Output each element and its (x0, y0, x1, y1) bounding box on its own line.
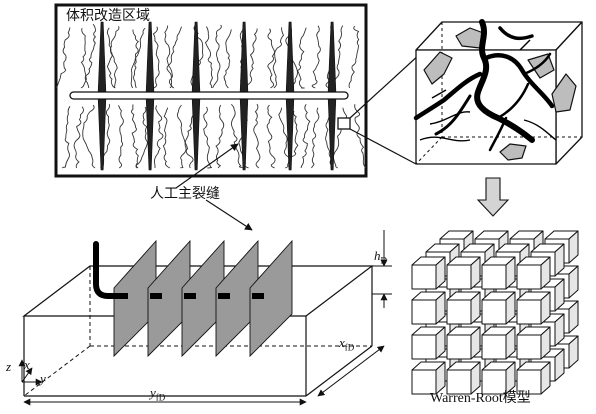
micro-fracture (223, 29, 232, 89)
micro-fracture (131, 104, 139, 169)
micro-fracture (179, 105, 196, 169)
zoom-line-bottom (349, 128, 417, 165)
zoom-box (337, 117, 351, 130)
micro-fracture (84, 23, 97, 89)
micro-fracture (212, 24, 222, 89)
matrix-cube (516, 361, 551, 395)
hd-main: h (374, 248, 381, 263)
micro-fracture (266, 104, 276, 169)
matrix-cube (446, 291, 481, 325)
micro-fracture (176, 104, 194, 169)
hd-sub: D (380, 255, 388, 266)
micro-fracture (73, 106, 84, 169)
xfd-sub: fD (344, 342, 355, 353)
z-axis-label: z (6, 359, 12, 374)
micro-fracture (311, 25, 321, 89)
main-fracture-label: 人工主裂缝 (150, 187, 220, 202)
micro-fracture (311, 107, 320, 169)
micro-fracture (267, 28, 275, 89)
matrix-cube (516, 291, 551, 325)
micro-fracture (300, 104, 311, 169)
matrix-cube (411, 256, 446, 290)
matrix-cube (516, 326, 551, 360)
yfd-main: y (150, 385, 156, 400)
xfd-main: x (339, 335, 345, 350)
warren-root-cubes (411, 230, 579, 395)
x-axis (21, 367, 33, 383)
srv-region-label: 体积改造区域 (66, 9, 150, 24)
micro-fracture (325, 107, 333, 169)
micro-fracture (152, 26, 160, 89)
matrix-cube (411, 361, 446, 395)
micro-fracture (272, 27, 285, 89)
vertical-wellbore (93, 241, 119, 299)
dimension-arrows (23, 230, 392, 406)
x-axis-label: x (24, 357, 30, 372)
micro-fracture (80, 27, 87, 89)
matrix-cube (481, 326, 516, 360)
fracture-plane (249, 239, 293, 358)
micro-fracture (297, 27, 307, 89)
micro-fracture (203, 106, 212, 169)
micro-fracture (246, 28, 258, 89)
down-arrow (476, 177, 510, 217)
micro-fracture (164, 25, 173, 89)
srv-plan-view (54, 3, 368, 178)
micro-fracture (204, 26, 214, 89)
matrix-cube (411, 326, 446, 360)
micro-fracture (82, 104, 96, 169)
vug-5 (499, 143, 527, 161)
fracture-network (413, 19, 555, 152)
vug-1 (423, 51, 453, 85)
yfd-sub: fD (155, 392, 166, 403)
micro-fracture (162, 107, 171, 169)
micro-fracture (166, 26, 182, 89)
micro-fracture (215, 104, 225, 169)
micro-fracture (153, 105, 164, 169)
micro-fracture (348, 25, 360, 89)
xfd-arrow (317, 345, 385, 397)
horizontal-wellbore (69, 91, 349, 100)
micro-cracks (419, 39, 557, 142)
warren-root-model-label: Warren-Root模型 (430, 391, 531, 406)
micro-fracture (61, 105, 71, 169)
matrix-cube (446, 256, 481, 290)
matrix-cube (544, 230, 579, 264)
matrix-cube (481, 291, 516, 325)
micro-fracture (135, 106, 148, 169)
matrix-cube (481, 256, 516, 290)
pointer-to-fracture-bottom (205, 199, 253, 231)
matrix-cube (481, 361, 516, 395)
matrix-cube (446, 361, 481, 395)
matrix-cube (446, 326, 481, 360)
micro-fracture (109, 26, 120, 89)
micro-fracture (130, 27, 146, 89)
vug-3 (527, 53, 555, 79)
yfd-label: yfD (150, 386, 165, 403)
matrix-cube (516, 256, 551, 290)
hd-label: hD (374, 249, 387, 266)
micro-fracture (253, 103, 261, 169)
y-axis-label: y (40, 371, 46, 386)
fracture-planes (113, 239, 293, 358)
dual-porosity-cube (413, 19, 583, 165)
micro-fracture (354, 104, 367, 169)
micro-fracture (55, 27, 71, 89)
xfd-label: xfD (339, 336, 354, 353)
micro-fracture (106, 27, 116, 89)
micro-fracture (118, 105, 124, 169)
coordinate-axes (18, 359, 43, 386)
matrix-cube (411, 291, 446, 325)
micro-fracture (230, 103, 245, 169)
vug-4 (551, 73, 577, 113)
pointer-to-fracture-top (175, 143, 239, 189)
